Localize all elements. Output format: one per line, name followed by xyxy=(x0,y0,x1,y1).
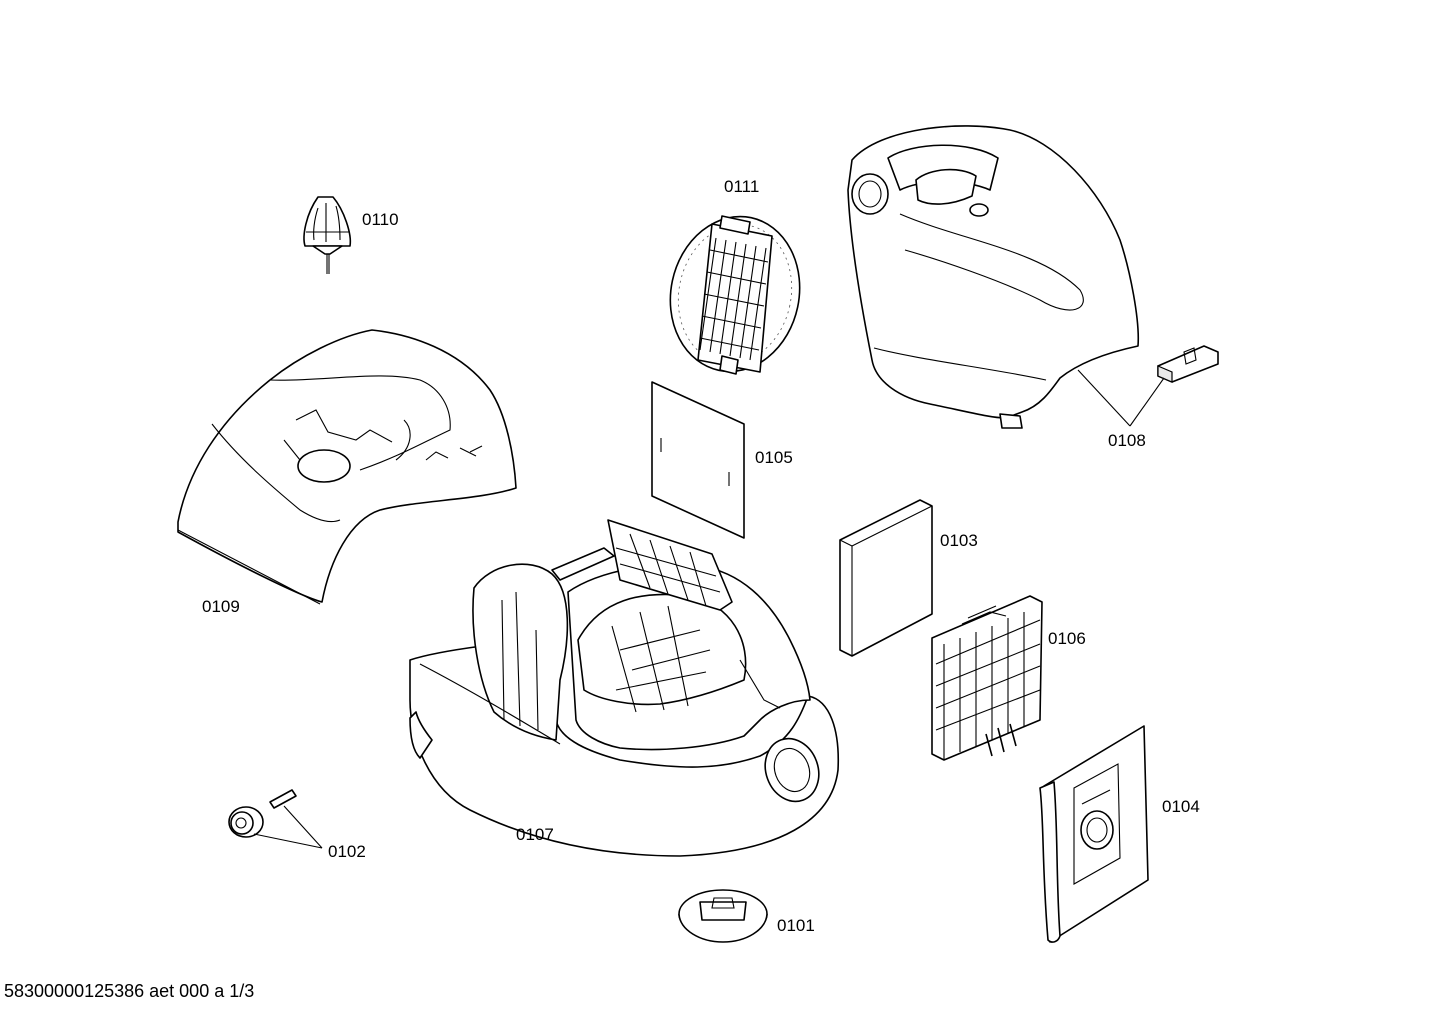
part-0102-wheel xyxy=(228,789,323,849)
part-0101-cap xyxy=(678,889,768,943)
label-0101: 0101 xyxy=(777,916,815,935)
label-0107: 0107 xyxy=(516,825,554,844)
label-0108: 0108 xyxy=(1108,431,1146,450)
document-footer-id: 58300000125386 aet 000 a 1/3 xyxy=(4,981,255,1001)
part-0106-filter-grid xyxy=(931,595,1043,761)
part-0104-dust-bag xyxy=(1039,725,1149,943)
part-0107-housing xyxy=(409,519,840,857)
part-0110-spout xyxy=(303,196,352,274)
part-0108-cover xyxy=(847,125,1219,429)
label-0110: 0110 xyxy=(362,210,399,229)
label-0106: 0106 xyxy=(1048,629,1086,648)
label-0105: 0105 xyxy=(755,448,793,467)
label-0102: 0102 xyxy=(328,842,366,861)
label-0103: 0103 xyxy=(940,531,978,550)
label-0109: 0109 xyxy=(202,597,240,616)
part-0109-lid xyxy=(177,329,517,605)
label-0111: 0111 xyxy=(724,177,760,196)
part-0105-filter-pad xyxy=(651,381,745,539)
part-0103-filter-block xyxy=(839,499,933,657)
label-0104: 0104 xyxy=(1162,797,1200,816)
part-0111-filter-cassette xyxy=(669,215,801,375)
